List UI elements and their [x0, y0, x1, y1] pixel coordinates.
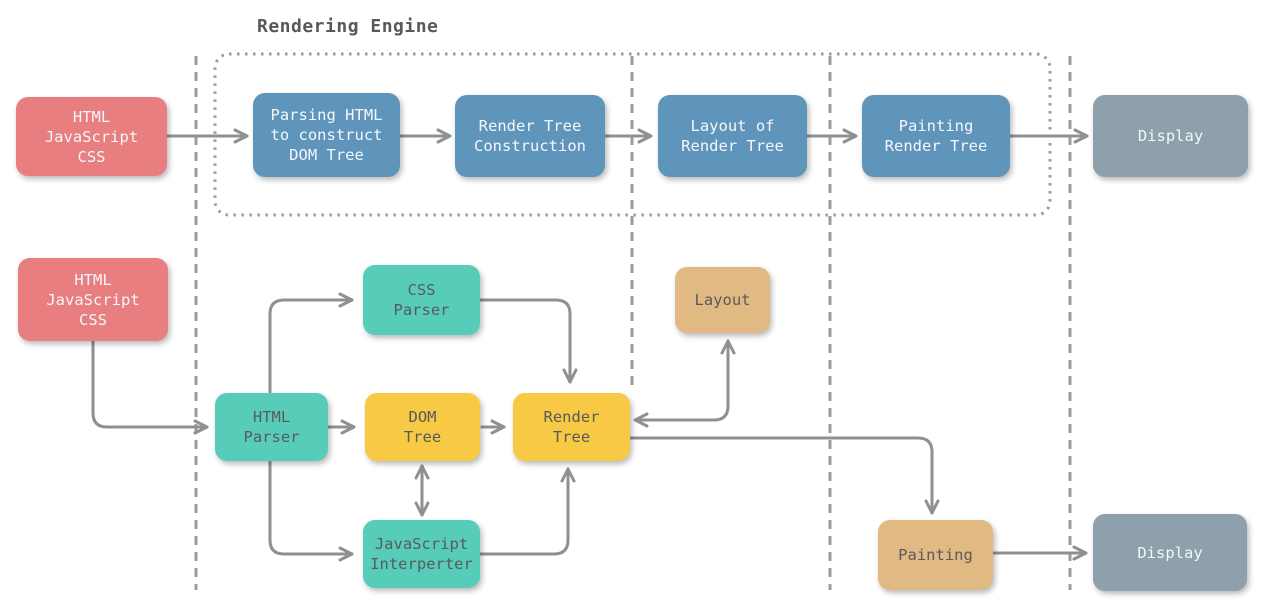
node-css-parser: CSS Parser: [363, 265, 480, 335]
arrow-html-parser-to-css-parser: [268, 292, 354, 394]
node-painting: Painting: [878, 520, 993, 590]
arrow-render-tree-layout-bidirectional: [633, 339, 736, 428]
stage-layout-of-render-tree: Layout of Render Tree: [658, 95, 807, 177]
arrow-source-to-html-parser: [91, 339, 209, 435]
arrow-html-parser-to-js-interpreter: [268, 460, 354, 562]
arrow-render-tree-to-painting: [628, 436, 940, 515]
node-dom-tree: DOM Tree: [365, 393, 480, 461]
node-html-parser: HTML Parser: [215, 393, 328, 461]
node-display-top: Display: [1093, 95, 1248, 177]
arrow-css-parser-to-render-tree: [478, 298, 578, 384]
node-source-top: HTML JavaScript CSS: [16, 97, 167, 176]
node-layout: Layout: [675, 267, 770, 333]
node-source-bottom: HTML JavaScript CSS: [18, 258, 168, 341]
arrow-js-interpreter-to-render-tree: [478, 467, 576, 556]
node-display-bottom: Display: [1093, 514, 1247, 591]
stage-render-tree-construction: Render Tree Construction: [455, 95, 605, 177]
node-render-tree: Render Tree: [513, 393, 630, 461]
node-js-interpreter: JavaScript Interperter: [363, 520, 480, 588]
stage-parsing-html: Parsing HTML to construct DOM Tree: [253, 93, 400, 177]
rendering-engine-title: Rendering Engine: [257, 16, 439, 37]
stage-painting-render-tree: Painting Render Tree: [862, 95, 1010, 177]
